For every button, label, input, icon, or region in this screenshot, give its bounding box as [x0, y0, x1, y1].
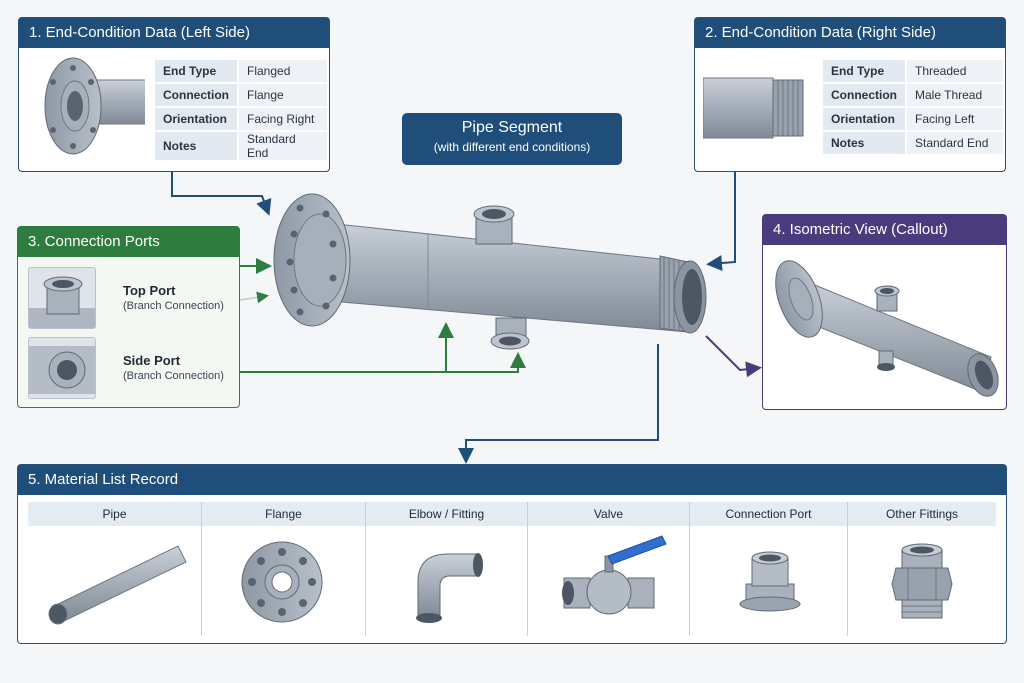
pipe-segment-label: Pipe Segment (with different end conditi…: [402, 113, 622, 165]
material-cell-valve: [528, 526, 690, 636]
column-header-connection-port: Connection Port: [690, 502, 848, 526]
side-port-sub: (Branch Connection): [123, 370, 224, 382]
top-port-row: Top Port (Branch Connection): [28, 267, 243, 329]
pipe-icon: [48, 545, 187, 625]
pipe-segment-subtitle: (with different end conditions): [433, 140, 591, 154]
isometric-view-panel: 4. Isometric View (Callout): [762, 214, 1007, 410]
connector-left-data: [171, 172, 272, 216]
top-port-name: Top Port: [123, 283, 176, 298]
iso-panel-title: 4. Isometric View (Callout): [763, 215, 1006, 245]
column-header-elbow: Elbow / Fitting: [366, 502, 528, 526]
column-header-other-fittings: Other Fittings: [848, 502, 996, 526]
main-pipe: [273, 193, 707, 350]
material-cell-other-fittings: [848, 526, 996, 636]
material-cell-connection-port: [690, 526, 848, 636]
connection-port-icon: [739, 551, 801, 612]
left-end-condition-panel: 1. End-Condition Data (Left Side) End Ty…: [18, 17, 330, 172]
column-header-pipe: Pipe: [28, 502, 202, 526]
elbow-icon: [416, 553, 483, 623]
left-panel-title: 1. End-Condition Data (Left Side): [19, 18, 329, 48]
right-end-condition-panel: 2. End-Condition Data (Right Side) End T…: [694, 17, 1006, 172]
top-port-thumbnail: [28, 267, 96, 329]
flanged-end-illustration: [44, 57, 145, 155]
connector-isometric: [705, 335, 762, 378]
pipe-segment-title: Pipe Segment: [461, 119, 563, 136]
top-port-sub: (Branch Connection): [123, 300, 224, 312]
connector-materials: [458, 344, 659, 464]
material-cell-pipe: [28, 526, 202, 636]
connector-top-port-faint: [239, 291, 269, 304]
side-port-row: Side Port (Branch Connection): [28, 337, 243, 399]
connector-right-data: [706, 172, 736, 272]
connector-side-port: [240, 352, 526, 373]
column-header-flange: Flange: [202, 502, 366, 526]
valve-icon: [562, 535, 667, 615]
column-header-valve: Valve: [528, 502, 690, 526]
threaded-end-illustration: [703, 77, 804, 139]
hex-nipple-icon: [891, 543, 953, 619]
right-panel-title: 2. End-Condition Data (Right Side): [695, 18, 1005, 48]
side-port-thumbnail: [28, 337, 96, 399]
material-cell-elbow: [366, 526, 528, 636]
materials-panel-title: 5. Material List Record: [18, 465, 1006, 495]
side-port-name: Side Port: [123, 353, 181, 368]
isometric-pipe-illustration: [775, 260, 999, 397]
ports-panel-title: 3. Connection Ports: [18, 227, 239, 257]
connection-ports-panel: 3. Connection Ports Top Port (Branch Con…: [17, 226, 240, 408]
flange-icon: [241, 541, 323, 623]
material-cell-flange: [202, 526, 366, 636]
